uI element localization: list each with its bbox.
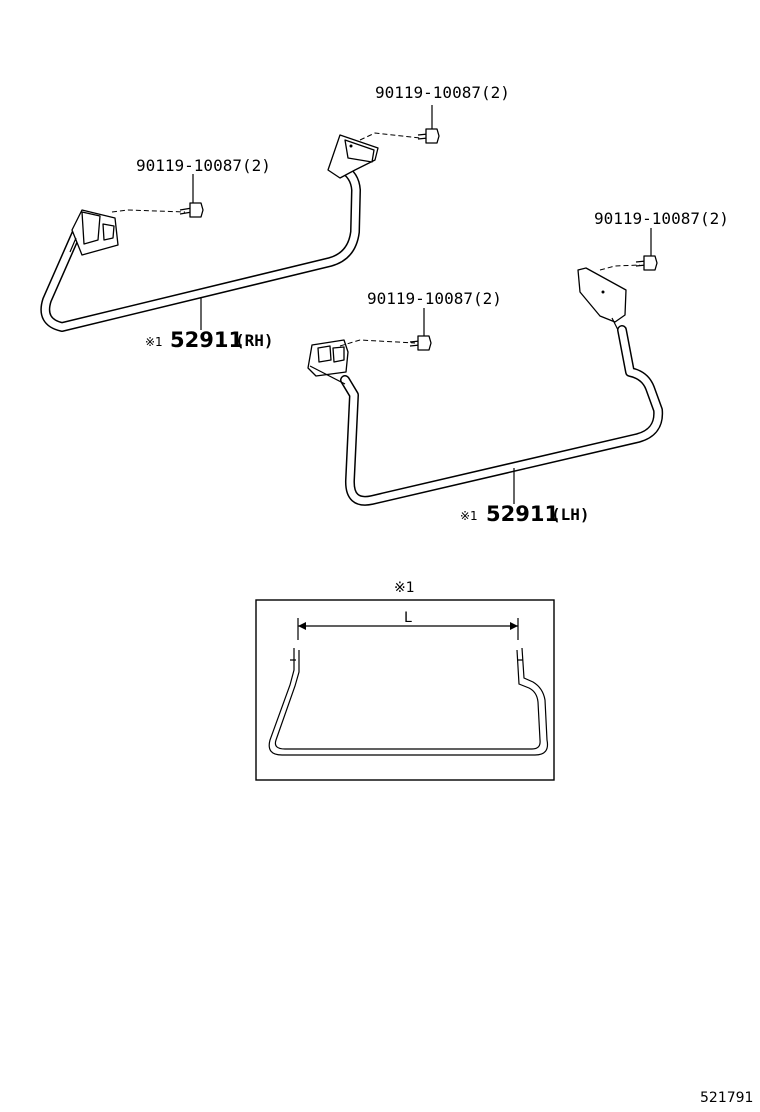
detail-box: ※1 L bbox=[255, 580, 555, 781]
part-number-rh: 52911 bbox=[170, 328, 243, 352]
lh-right-bracket bbox=[577, 267, 627, 331]
bolt-icon bbox=[635, 255, 658, 271]
rh-right-bracket bbox=[327, 134, 379, 179]
lh-tube-assembly bbox=[307, 228, 664, 506]
rh-left-bracket bbox=[69, 209, 119, 256]
bolt-label-rh-left: 90119-10087(2) bbox=[136, 156, 271, 175]
part-number-lh: 52911 bbox=[486, 502, 559, 526]
side-label-rh: (RH) bbox=[235, 331, 274, 350]
bolt-icon bbox=[179, 202, 204, 218]
bolt-icon bbox=[409, 335, 432, 351]
bolt-icon bbox=[417, 128, 440, 144]
bolt-label-lh-left: 90119-10087(2) bbox=[367, 289, 502, 308]
detail-note: ※1 bbox=[394, 580, 415, 596]
note-mark-rh: ※1 bbox=[145, 335, 163, 349]
bolt-label-rh-right: 90119-10087(2) bbox=[375, 83, 510, 102]
figure-id: 521791 bbox=[700, 1090, 753, 1106]
dimension-label: L bbox=[404, 610, 412, 626]
rh-tube-assembly bbox=[40, 105, 440, 332]
bolt-label-lh-right: 90119-10087(2) bbox=[594, 209, 729, 228]
side-label-lh: (LH) bbox=[551, 505, 590, 524]
note-mark-lh: ※1 bbox=[460, 509, 478, 523]
lh-left-bracket bbox=[307, 339, 349, 385]
